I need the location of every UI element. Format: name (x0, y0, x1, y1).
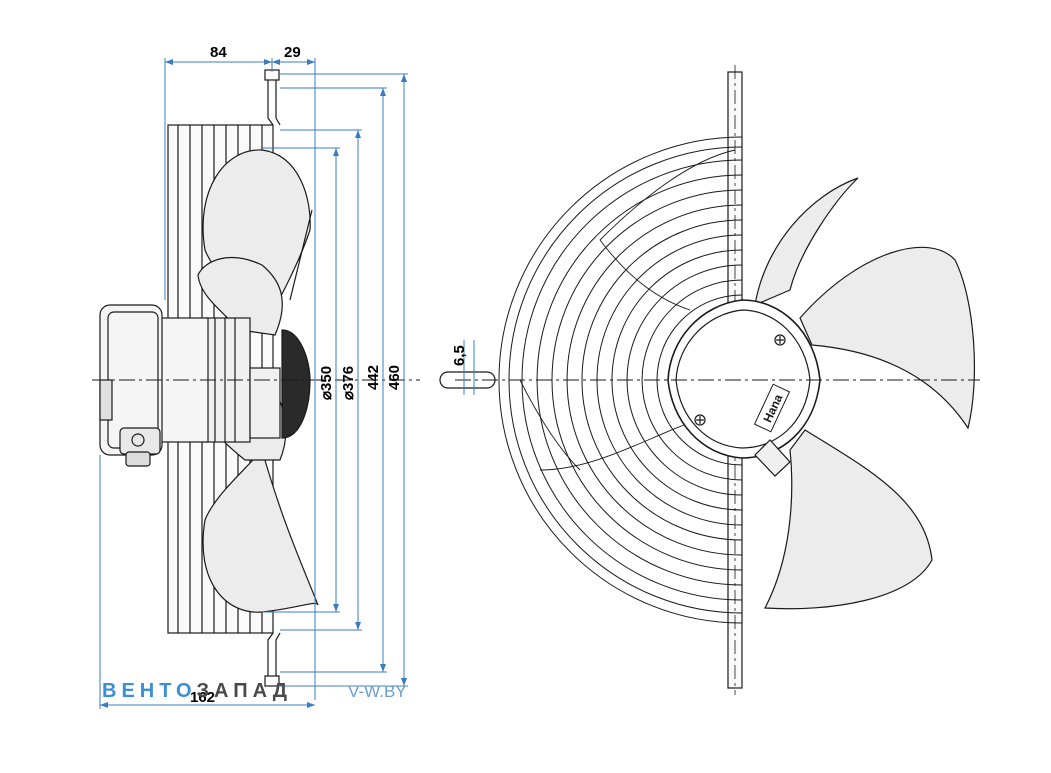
screw-bottom-left (694, 414, 706, 426)
cable-gland-front (754, 439, 791, 477)
watermark-site: V-W.BY (348, 682, 407, 701)
watermark-part2: ЗАПАД (196, 680, 293, 702)
mounting-foot-top (264, 69, 281, 126)
dim-29: 29 (284, 44, 301, 61)
cable-gland (119, 427, 161, 467)
dim-84: 84 (210, 44, 227, 61)
mounting-foot-bottom (264, 632, 281, 687)
dim-6-5: 6,5 (451, 345, 468, 366)
dim-460: 460 (386, 365, 403, 390)
side-dimensions (99, 58, 408, 709)
dim-6-5-lines (463, 340, 475, 395)
screw-top-right (774, 334, 786, 346)
dim-162: 162 (190, 689, 215, 706)
side-view (92, 69, 420, 687)
watermark-part1: ВЕНТО (102, 680, 197, 702)
dim-442: 442 (365, 365, 382, 390)
blade-front-bottom (764, 429, 933, 610)
motor-plate-front (667, 299, 821, 459)
blade-side-upper (197, 149, 311, 336)
blade-front-top (754, 177, 859, 306)
front-view (439, 65, 980, 695)
dim-350: ⌀350 (318, 366, 335, 400)
watermark: ВЕНТОЗАПАД V-W.BY (102, 680, 407, 703)
side-dimension-arrows (100, 59, 407, 708)
blade-tip-line (289, 209, 313, 301)
dim-376: ⌀376 (340, 366, 357, 400)
blade-front-right (799, 246, 976, 430)
